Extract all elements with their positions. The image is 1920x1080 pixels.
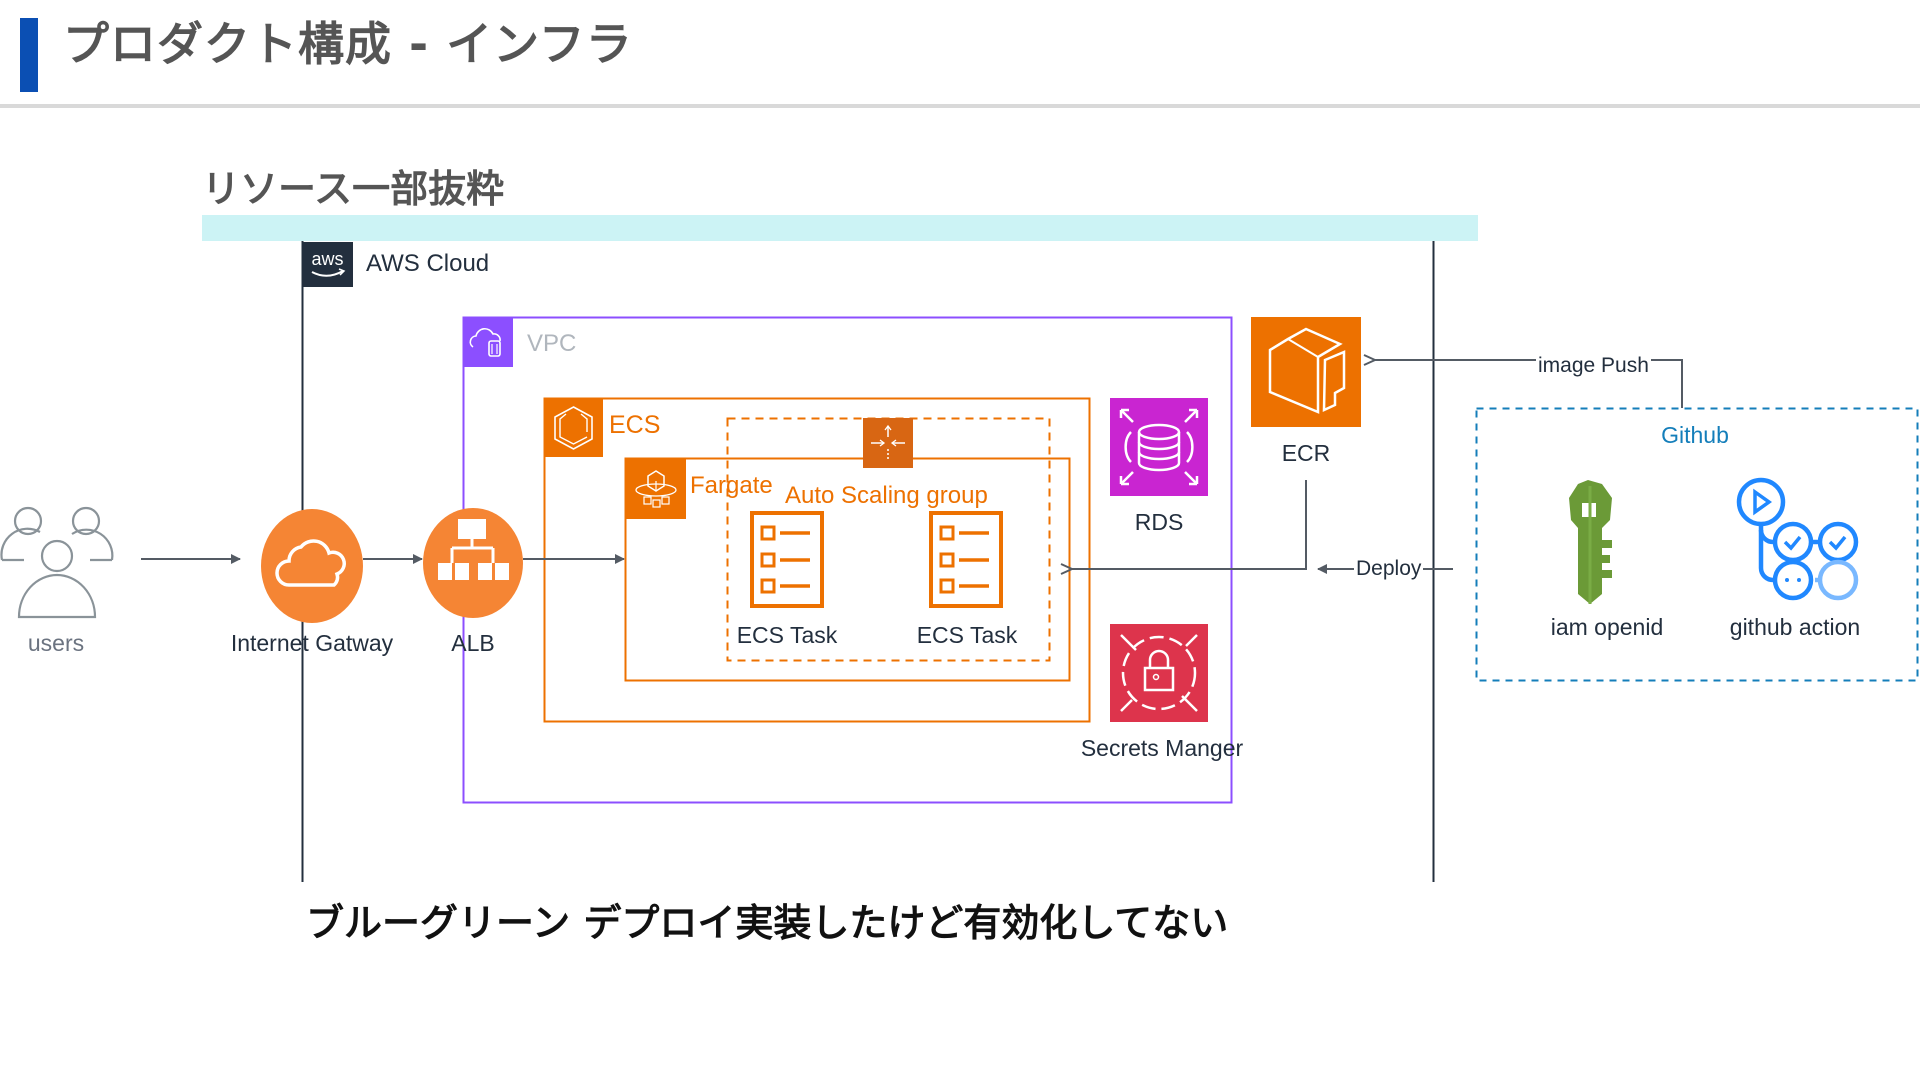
ecs-task-icon bbox=[750, 511, 824, 608]
fargate-group bbox=[624, 457, 1071, 682]
fargate-icon bbox=[625, 458, 686, 519]
fargate-label: Fargate bbox=[690, 472, 773, 499]
edge-image-push bbox=[1375, 360, 1683, 408]
footer-note: ブルーグリーン デプロイ実装したけど有効化してない bbox=[306, 901, 1229, 945]
aws-cloud-label: AWS Cloud bbox=[366, 250, 490, 277]
aws-cloud-group: aws bbox=[301, 241, 1435, 882]
github-action-label: github action bbox=[1729, 614, 1861, 640]
internet-gateway-icon bbox=[261, 509, 363, 623]
title-accent-bar bbox=[20, 18, 38, 92]
header-divider bbox=[0, 104, 1920, 108]
ecs-task-1-label: ECS Task bbox=[736, 622, 838, 648]
section-title: リソース一部抜粋 bbox=[202, 167, 505, 211]
auto-scaling-group bbox=[726, 417, 1051, 662]
aws-logo-icon: aws bbox=[302, 242, 353, 287]
internet-gateway-label: Internet Gatway bbox=[230, 630, 394, 656]
rds-icon bbox=[1110, 398, 1208, 496]
ecs-icon bbox=[544, 398, 603, 457]
vpc-label: VPC bbox=[527, 330, 577, 357]
auto-scaling-group-label: Auto Scaling group bbox=[785, 482, 988, 509]
alb-label: ALB bbox=[451, 630, 495, 656]
iam-openid-label: iam openid bbox=[1550, 614, 1664, 640]
alb-icon bbox=[423, 508, 523, 618]
ecs-task-icon bbox=[929, 511, 1003, 608]
svg-text:aws: aws bbox=[311, 249, 343, 269]
section-band bbox=[202, 215, 1478, 241]
github-group bbox=[1475, 407, 1919, 682]
edge-ecr-to-fargate bbox=[1072, 480, 1307, 569]
secrets-manager-icon bbox=[1110, 624, 1208, 722]
page-title: プロダクト構成 - インフラ bbox=[63, 17, 633, 71]
users-label: users bbox=[27, 630, 85, 656]
ecs-label: ECS bbox=[609, 411, 661, 439]
iam-key-icon bbox=[1569, 480, 1612, 604]
auto-scaling-icon bbox=[863, 418, 913, 468]
vpc-icon bbox=[463, 317, 513, 367]
vpc-group bbox=[462, 316, 1233, 804]
ecr-icon bbox=[1251, 317, 1361, 427]
ecs-task-2-label: ECS Task bbox=[916, 622, 1018, 648]
image-push-edge-label: image Push bbox=[1536, 354, 1651, 378]
secrets-manager-label: Secrets Manger bbox=[1080, 735, 1244, 761]
deploy-edge-label: Deploy bbox=[1354, 557, 1424, 581]
github-group-label: Github bbox=[1661, 422, 1729, 448]
rds-label: RDS bbox=[1134, 509, 1184, 535]
ecr-label: ECR bbox=[1281, 440, 1331, 466]
github-actions-icon bbox=[1736, 477, 1859, 601]
users-icon bbox=[0, 506, 114, 619]
